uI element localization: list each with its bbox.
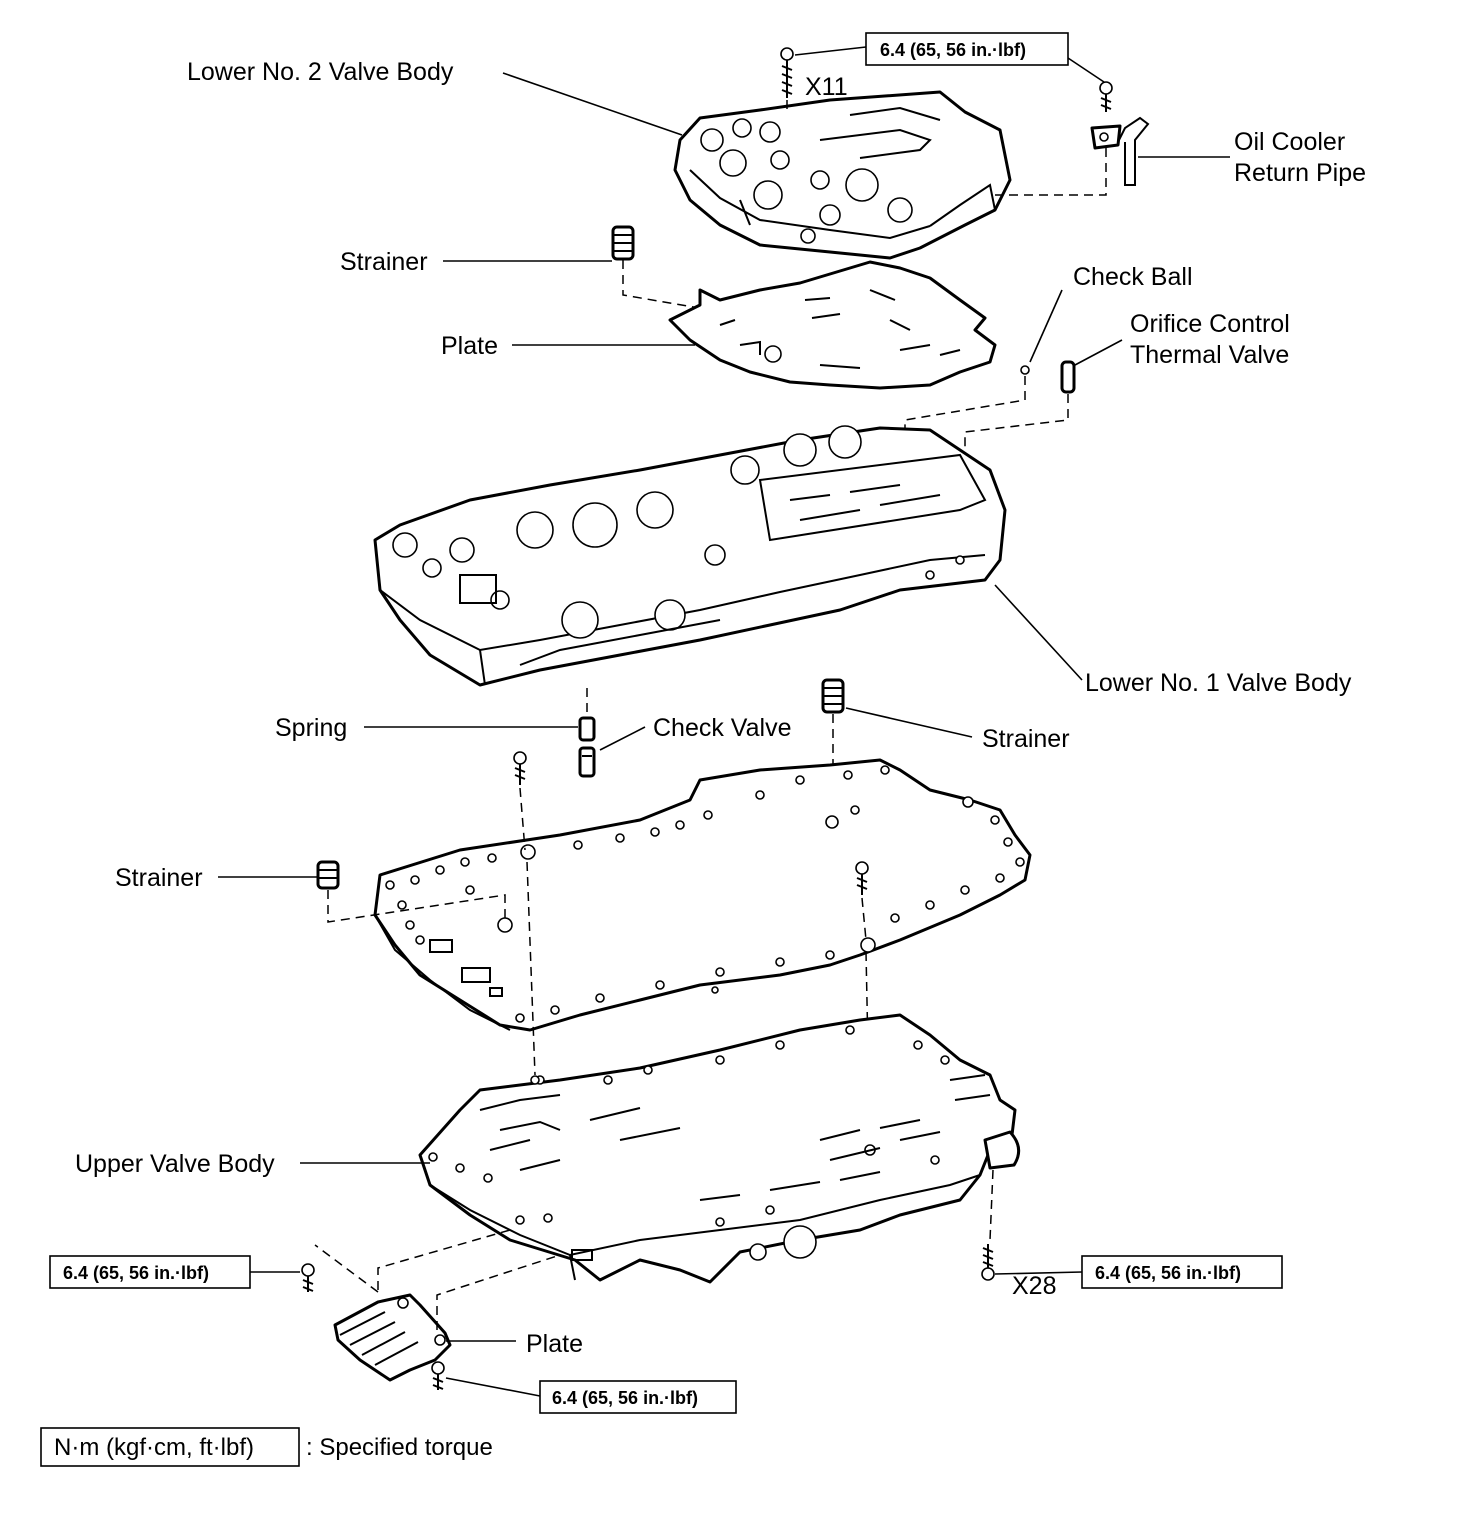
leader-lines [218,46,1230,1397]
label-check-ball: Check Ball [1073,263,1193,291]
bolt-x11 [780,47,794,112]
plate-bottom [314,1229,561,1382]
torque-top-text: 6.4 (65, 56 in.·lbf) [880,40,1026,60]
legend: N·m (kgf·cm, ft·lbf) : Specified torque [40,1427,493,1467]
bolt-plate-left [513,751,536,1076]
label-lower-no1-valve-body: Lower No. 1 Valve Body [1085,669,1352,697]
label-upper-valve-body: Upper Valve Body [75,1150,275,1178]
check-valve [578,746,596,778]
label-plate-top: Plate [441,332,498,360]
label-lower-no2-valve-body: Lower No. 2 Valve Body [187,58,454,86]
label-strainer-left: Strainer [115,864,203,892]
upper-valve-body [418,1013,1017,1284]
oil-cooler-return-pipe [995,116,1150,196]
label-orifice-1: Orifice Control [1130,310,1290,338]
label-strainer-mid: Strainer [982,725,1070,753]
label-orifice-2: Thermal Valve [1130,341,1289,369]
label-oil-cooler-1: Oil Cooler [1234,128,1345,156]
plate-holes [385,765,1025,1023]
torque-box-top: 6.4 (65, 56 in.·lbf) [865,32,1069,66]
legend-unit: N·m (kgf·cm, ft·lbf) [54,1434,254,1461]
torque-bottom-text: 6.4 (65, 56 in.·lbf) [552,1388,698,1408]
spring [578,716,596,742]
strainer-left [316,860,506,923]
label-x11: X11 [805,73,848,101]
plate-top [668,260,997,390]
label-spring: Spring [275,714,347,742]
torque-right-text: 6.4 (65, 56 in.·lbf) [1095,1263,1241,1283]
torque-box-bottom: 6.4 (65, 56 in.·lbf) [539,1380,737,1414]
bolt-x28 [981,1244,995,1281]
label-x28: X28 [1012,1272,1056,1300]
bolt-oil-cooler [1099,81,1113,112]
legend-description: : Specified torque [306,1434,493,1461]
bolt-plate-bottom [431,1361,445,1390]
label-oil-cooler-2: Return Pipe [1234,159,1366,187]
lower-no1-valve-body [373,425,1007,715]
label-check-valve: Check Valve [653,714,792,742]
bolt-plate-bottom-left [301,1263,315,1292]
label-plate-bottom: Plate [526,1330,583,1358]
lower-no2-valve-body [673,90,1012,260]
separator-plate [373,758,1032,1032]
torque-box-left: 6.4 (65, 56 in.·lbf) [49,1255,251,1289]
side-plug [983,1130,1021,1241]
label-strainer-top: Strainer [340,248,428,276]
torque-box-right: 6.4 (65, 56 in.·lbf) [1081,1255,1283,1289]
torque-left-text: 6.4 (65, 56 in.·lbf) [63,1263,209,1283]
